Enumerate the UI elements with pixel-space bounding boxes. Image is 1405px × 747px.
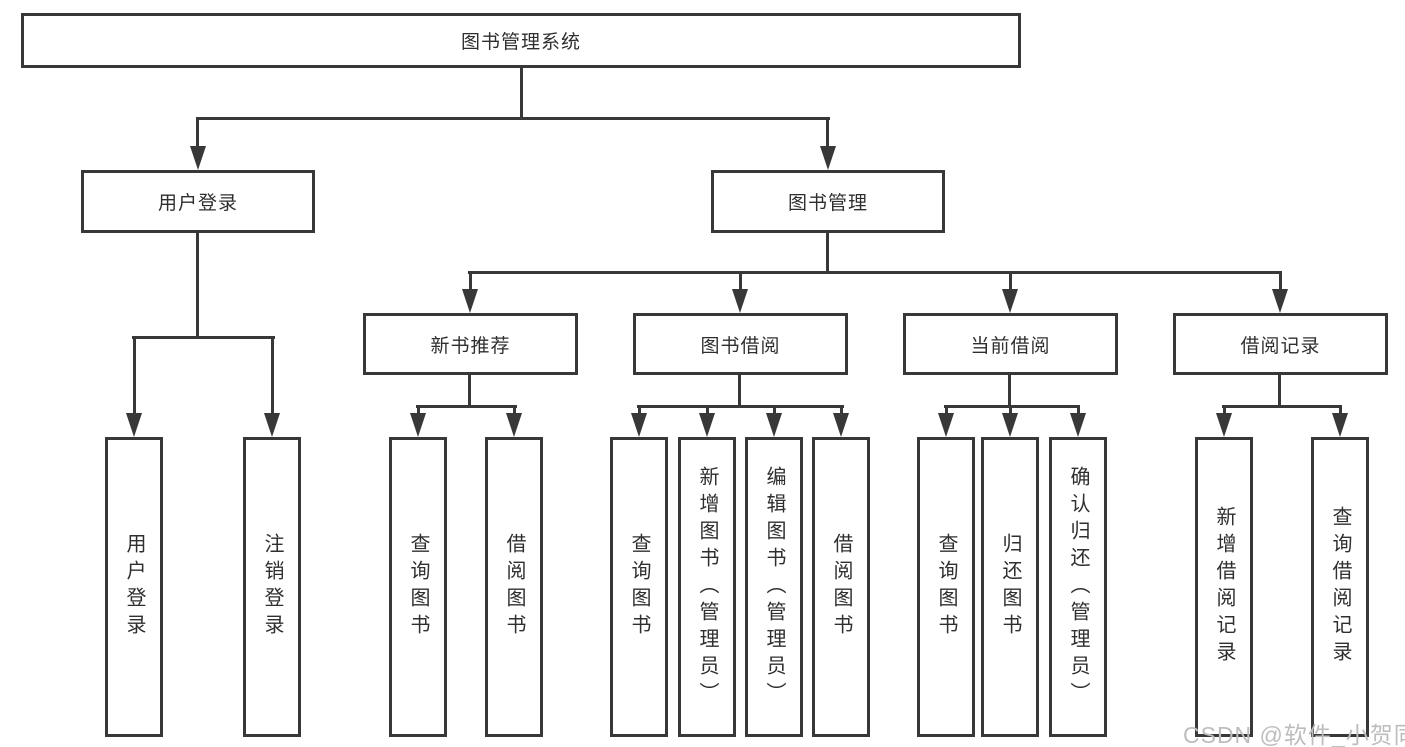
- leaf-label: 借阅图书: [503, 533, 525, 641]
- node-book-borrow: 图书借阅: [633, 313, 848, 375]
- arrowhead-borrow-leaf-1: [631, 413, 647, 437]
- connector-records-shaft-2: [1339, 405, 1342, 419]
- leaf-label: 确认归还（管理员）: [1067, 465, 1089, 709]
- connector-root-left-shaft: [196, 117, 199, 149]
- arrowhead-user-login: [190, 146, 206, 170]
- connector-login-shaft-2: [271, 336, 274, 418]
- connector-borrow-bar: [637, 405, 844, 408]
- connector-recommend-shaft-2: [513, 405, 516, 419]
- connector-current-stem: [1008, 375, 1011, 408]
- leaf-query-borrow-record: 查询借阅记录: [1311, 437, 1369, 737]
- leaf-label: 编辑图书（管理员）: [763, 465, 785, 709]
- leaf-label: 查询借阅记录: [1329, 506, 1351, 668]
- arrowhead-borrow-leaf-3: [766, 413, 782, 437]
- leaf-borrow-books: 借阅图书: [812, 437, 870, 737]
- connector-login-shaft-1: [133, 336, 136, 418]
- node-label: 借阅记录: [1240, 335, 1321, 357]
- node-new-book-recommend: 新书推荐: [363, 313, 578, 375]
- connector-borrow-shaft-2: [706, 405, 709, 419]
- arrowhead-records-leaf-2: [1332, 413, 1348, 437]
- node-label: 图书管理系统: [460, 32, 581, 53]
- node-user-login: 用户登录: [81, 170, 315, 233]
- connector-mgmt-shaft-4: [1279, 271, 1282, 297]
- connector-mgmt-stem: [826, 233, 829, 274]
- arrowhead-login-leaf-1: [126, 413, 142, 437]
- leaf-label: 注销登录: [261, 533, 283, 641]
- connector-recommend-stem: [468, 375, 471, 408]
- connector-current-shaft-1: [945, 405, 948, 419]
- arrowhead-new-book-recommend: [462, 289, 478, 313]
- arrowhead-current-leaf-3: [1070, 413, 1086, 437]
- arrowhead-records-leaf-1: [1216, 413, 1232, 437]
- connector-records-shaft-1: [1223, 405, 1226, 419]
- leaf-label: 查询图书: [407, 533, 429, 641]
- connector-root-right-shaft: [826, 117, 829, 149]
- connector-root-stem: [520, 68, 523, 119]
- node-book-management: 图书管理: [711, 170, 945, 233]
- arrowhead-current-borrow: [1002, 289, 1018, 313]
- leaf-label: 用户登录: [123, 533, 145, 641]
- arrowhead-borrow-leaf-4: [833, 413, 849, 437]
- arrowhead-recommend-leaf-2: [506, 413, 522, 437]
- leaf-recommend-query-books: 查询图书: [389, 437, 447, 737]
- connector-records-bar: [1222, 405, 1342, 408]
- leaf-logout: 注销登录: [243, 437, 301, 737]
- node-label: 图书管理: [787, 193, 868, 214]
- connector-records-stem: [1278, 375, 1281, 408]
- leaf-current-query-books: 查询图书: [917, 437, 975, 737]
- leaf-edit-book-admin: 编辑图书（管理员）: [745, 437, 803, 737]
- connector-root-bar: [196, 117, 830, 120]
- connector-mgmt-shaft-2: [739, 271, 742, 297]
- leaf-label: 归还图书: [999, 533, 1021, 641]
- connector-mgmt-bar: [468, 271, 1282, 274]
- leaf-add-book-admin: 新增图书（管理员）: [678, 437, 736, 737]
- connector-recommend-bar: [416, 405, 517, 408]
- arrowhead-current-leaf-1: [938, 413, 954, 437]
- connector-current-shaft-2: [1009, 405, 1012, 419]
- arrowhead-current-leaf-2: [1002, 413, 1018, 437]
- leaf-label: 新增借阅记录: [1213, 506, 1235, 668]
- connector-login-bar: [132, 336, 275, 339]
- leaf-borrow-query-books: 查询图书: [610, 437, 668, 737]
- connector-borrow-shaft-1: [638, 405, 641, 419]
- connector-recommend-shaft-1: [417, 405, 420, 419]
- leaf-label: 新增图书（管理员）: [696, 465, 718, 709]
- node-label: 图书借阅: [700, 335, 781, 357]
- connector-borrow-shaft-4: [840, 405, 843, 419]
- connector-mgmt-shaft-3: [1009, 271, 1012, 297]
- leaf-label: 查询图书: [628, 533, 650, 641]
- connector-login-stem: [196, 233, 199, 339]
- arrowhead-book-management: [820, 146, 836, 170]
- connector-current-bar: [944, 405, 1080, 408]
- arrowhead-borrow-leaf-2: [699, 413, 715, 437]
- connector-borrow-shaft-3: [773, 405, 776, 419]
- node-library-management-system: 图书管理系统: [21, 13, 1021, 68]
- node-label: 新书推荐: [430, 335, 511, 357]
- node-label: 当前借阅: [970, 335, 1051, 357]
- leaf-confirm-return-admin: 确认归还（管理员）: [1049, 437, 1107, 737]
- connector-mgmt-shaft-1: [469, 271, 472, 297]
- arrowhead-borrow-records: [1272, 289, 1288, 313]
- watermark-text: CSDN @软件_小贺同学: [1183, 722, 1405, 747]
- arrowhead-recommend-leaf-1: [410, 413, 426, 437]
- connector-current-shaft-3: [1077, 405, 1080, 419]
- leaf-label: 借阅图书: [830, 533, 852, 641]
- leaf-label: 查询图书: [935, 533, 957, 641]
- leaf-return-books: 归还图书: [981, 437, 1039, 737]
- node-label: 用户登录: [157, 193, 238, 214]
- node-borrow-records: 借阅记录: [1173, 313, 1388, 375]
- arrowhead-book-borrow: [732, 289, 748, 313]
- arrowhead-login-leaf-2: [264, 413, 280, 437]
- connector-borrow-stem: [738, 375, 741, 408]
- node-current-borrow: 当前借阅: [903, 313, 1118, 375]
- leaf-user-login: 用户登录: [105, 437, 163, 737]
- leaf-recommend-borrow-books: 借阅图书: [485, 437, 543, 737]
- leaf-add-borrow-record: 新增借阅记录: [1195, 437, 1253, 737]
